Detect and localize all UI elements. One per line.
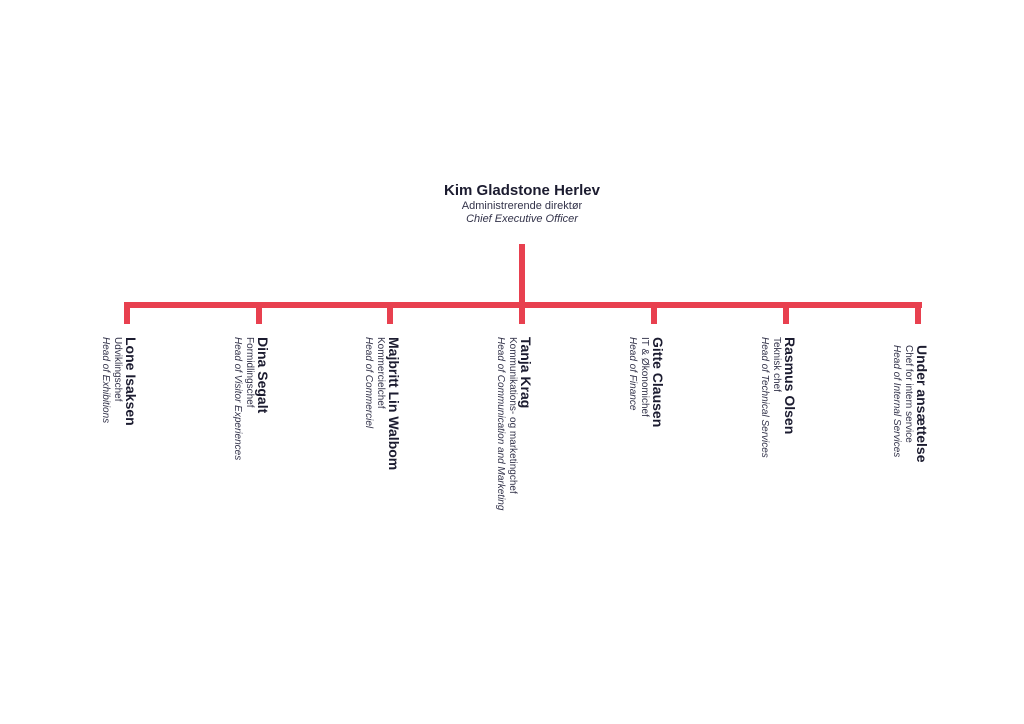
report-title-da: Kommunikations- og marketingchef xyxy=(507,337,518,494)
report-title-en: Head of Communication and Marketing xyxy=(495,337,506,511)
report-title-da: IT & Økonomichef xyxy=(639,337,650,417)
ceo-connector xyxy=(519,244,525,306)
report-name: Tanja Krag xyxy=(518,337,534,409)
report-title-en: Head of Exhibitions xyxy=(100,337,111,424)
ceo-name: Kim Gladstone Herlev xyxy=(444,182,600,199)
report-name: Gitte Clausen xyxy=(650,337,666,428)
report-connector xyxy=(519,304,525,324)
report-title-da: Teknisk chef xyxy=(771,337,782,393)
report-title-en: Head of Technical Services xyxy=(759,337,770,458)
ceo-title-en: Chief Executive Officer xyxy=(466,213,578,225)
report-connector xyxy=(651,304,657,324)
report-title-da: Chef for intern service xyxy=(903,345,914,443)
report-title-da: Udviklingschef xyxy=(112,337,123,402)
report-name: Rasmus Olsen xyxy=(782,337,798,435)
report-title-en: Head of Finance xyxy=(627,337,638,411)
report-title-da: Kommercielchef xyxy=(375,337,386,409)
report-connector xyxy=(256,304,262,324)
report-title-da: Formidlingschef xyxy=(244,337,255,408)
report-name: Dina Segalt xyxy=(255,337,271,414)
report-connector xyxy=(915,304,921,324)
report-name: Lone Isaksen xyxy=(123,337,139,426)
report-name: Majbritt Lin Walbom xyxy=(386,337,402,471)
ceo-title-da: Administrerende direktør xyxy=(461,200,583,212)
report-connector xyxy=(387,304,393,324)
report-title-en: Head of Visitor Experiences xyxy=(232,337,243,461)
report-connector xyxy=(783,304,789,324)
report-title-en: Head of Commerciel xyxy=(363,337,374,429)
ceo-node: Kim Gladstone Herlev Administrerende dir… xyxy=(372,181,672,226)
report-name: Under ansættelse xyxy=(914,345,930,463)
report-title-en: Head of Internal Services xyxy=(891,345,902,458)
report-connector xyxy=(124,304,130,324)
